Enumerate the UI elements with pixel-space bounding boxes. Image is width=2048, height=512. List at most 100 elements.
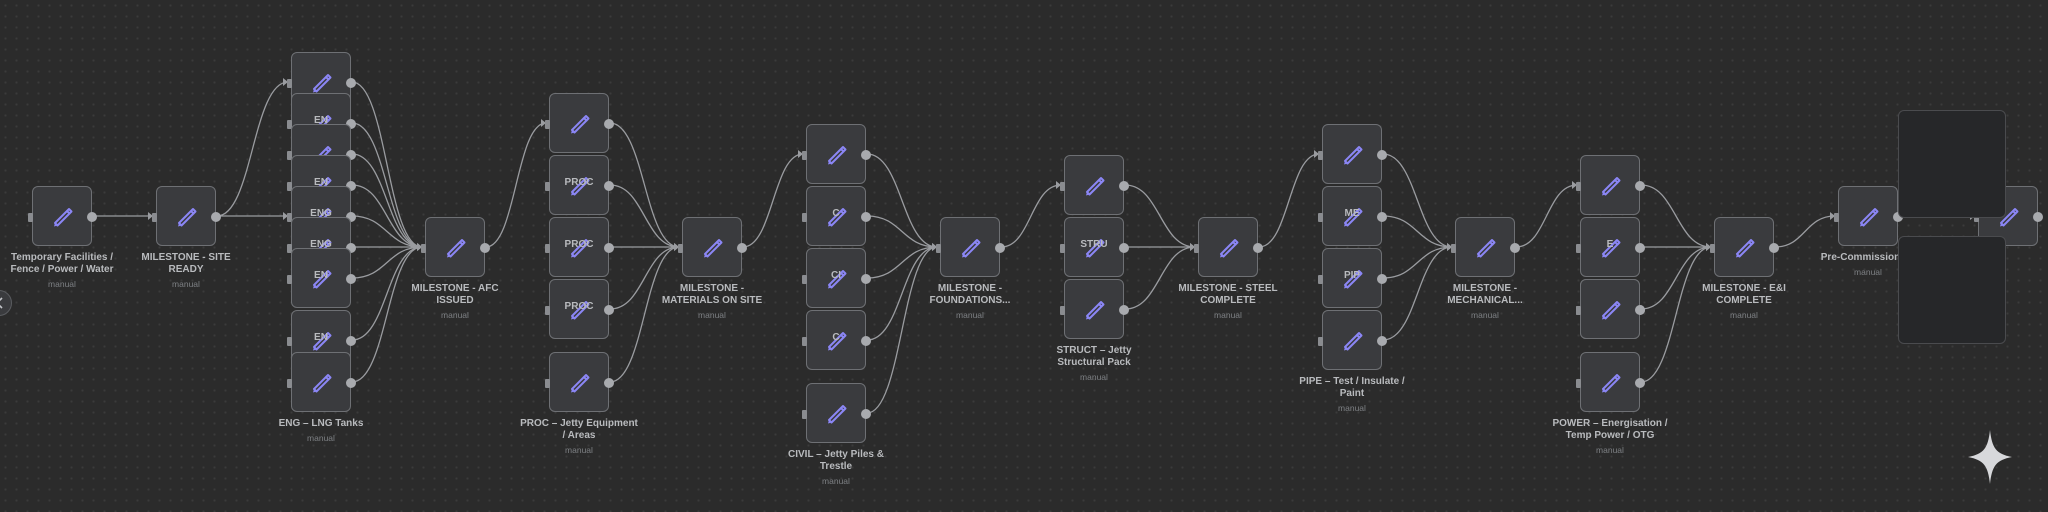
workflow-node-m-mat[interactable] <box>678 217 747 277</box>
output-port[interactable] <box>346 378 356 388</box>
output-port[interactable] <box>604 243 614 253</box>
input-port[interactable] <box>1318 337 1323 346</box>
output-port[interactable] <box>1119 305 1129 315</box>
input-port[interactable] <box>1060 182 1065 191</box>
workflow-node-eng7[interactable] <box>287 248 356 308</box>
input-port[interactable] <box>287 182 292 191</box>
output-port[interactable] <box>1635 181 1645 191</box>
output-port[interactable] <box>737 243 747 253</box>
input-port[interactable] <box>1834 213 1839 222</box>
input-port[interactable] <box>287 120 292 129</box>
output-port[interactable] <box>995 243 1005 253</box>
output-port[interactable] <box>861 212 871 222</box>
input-port[interactable] <box>1576 182 1581 191</box>
output-port[interactable] <box>861 274 871 284</box>
workflow-node-power[interactable] <box>1576 352 1645 412</box>
input-port[interactable] <box>802 337 807 346</box>
workflow-node-civil3[interactable] <box>802 248 871 308</box>
input-port[interactable] <box>1318 213 1323 222</box>
workflow-node-ei1[interactable] <box>1576 155 1645 215</box>
output-port[interactable] <box>480 243 490 253</box>
input-port[interactable] <box>1318 275 1323 284</box>
output-port[interactable] <box>1377 150 1387 160</box>
output-port[interactable] <box>1377 336 1387 346</box>
output-port[interactable] <box>1769 243 1779 253</box>
input-port[interactable] <box>1576 306 1581 315</box>
output-port[interactable] <box>1635 378 1645 388</box>
workflow-node-civil5[interactable] <box>802 383 871 443</box>
workflow-node-proc5[interactable] <box>545 352 614 412</box>
input-port[interactable] <box>802 213 807 222</box>
input-port[interactable] <box>1576 244 1581 253</box>
output-port[interactable] <box>1377 212 1387 222</box>
output-port[interactable] <box>861 409 871 419</box>
workflow-node-pipe4[interactable] <box>1318 310 1387 370</box>
input-port[interactable] <box>287 213 292 222</box>
sticky-note[interactable] <box>1898 236 2006 344</box>
output-port[interactable] <box>346 243 356 253</box>
input-port[interactable] <box>1194 244 1199 253</box>
output-port[interactable] <box>346 336 356 346</box>
workflow-node-civil1[interactable] <box>802 124 871 184</box>
workflow-node-m-steel[interactable] <box>1194 217 1263 277</box>
workflow-node-struct2[interactable] <box>1060 217 1129 277</box>
input-port[interactable] <box>802 275 807 284</box>
input-port[interactable] <box>545 244 550 253</box>
input-port[interactable] <box>1060 244 1065 253</box>
workflow-node-m-mech[interactable] <box>1451 217 1520 277</box>
workflow-node-pipe1[interactable] <box>1318 124 1387 184</box>
output-port[interactable] <box>1377 274 1387 284</box>
input-port[interactable] <box>287 79 292 88</box>
workflow-node-eng9[interactable] <box>287 352 356 412</box>
output-port[interactable] <box>346 181 356 191</box>
output-port[interactable] <box>87 212 97 222</box>
output-port[interactable] <box>1119 243 1129 253</box>
output-port[interactable] <box>346 119 356 129</box>
workflow-node-m-ei[interactable] <box>1710 217 1779 277</box>
input-port[interactable] <box>287 151 292 160</box>
input-port[interactable] <box>421 244 426 253</box>
workflow-node-ei2[interactable] <box>1576 217 1645 277</box>
workflow-node-m-found[interactable] <box>936 217 1005 277</box>
input-port[interactable] <box>545 120 550 129</box>
output-port[interactable] <box>604 305 614 315</box>
input-port[interactable] <box>1576 379 1581 388</box>
input-port[interactable] <box>545 306 550 315</box>
output-port[interactable] <box>346 274 356 284</box>
sticky-note[interactable] <box>1898 110 2006 218</box>
workflow-node-temp[interactable] <box>28 186 97 246</box>
workflow-node-civil2[interactable] <box>802 186 871 246</box>
output-port[interactable] <box>604 378 614 388</box>
input-port[interactable] <box>287 275 292 284</box>
input-port[interactable] <box>545 379 550 388</box>
output-port[interactable] <box>346 212 356 222</box>
input-port[interactable] <box>287 244 292 253</box>
output-port[interactable] <box>1119 181 1129 191</box>
input-port[interactable] <box>1060 306 1065 315</box>
output-port[interactable] <box>2033 212 2043 222</box>
input-port[interactable] <box>1710 244 1715 253</box>
input-port[interactable] <box>1318 151 1323 160</box>
output-port[interactable] <box>211 212 221 222</box>
workflow-node-m-afc[interactable] <box>421 217 490 277</box>
input-port[interactable] <box>152 213 157 222</box>
workflow-node-proc3[interactable] <box>545 217 614 277</box>
workflow-node-m-site[interactable] <box>152 186 221 246</box>
sparkle-icon[interactable] <box>1966 428 2014 486</box>
workflow-node-precomm[interactable] <box>1834 186 1903 246</box>
output-port[interactable] <box>604 181 614 191</box>
workflow-node-proc4[interactable] <box>545 279 614 339</box>
output-port[interactable] <box>1893 212 1903 222</box>
input-port[interactable] <box>802 151 807 160</box>
input-port[interactable] <box>545 182 550 191</box>
input-port[interactable] <box>678 244 683 253</box>
input-port[interactable] <box>287 379 292 388</box>
output-port[interactable] <box>1635 243 1645 253</box>
workflow-node-struct1[interactable] <box>1060 155 1129 215</box>
input-port[interactable] <box>936 244 941 253</box>
workflow-node-civil4[interactable] <box>802 310 871 370</box>
workflow-node-proc2[interactable] <box>545 155 614 215</box>
output-port[interactable] <box>861 336 871 346</box>
input-port[interactable] <box>802 410 807 419</box>
